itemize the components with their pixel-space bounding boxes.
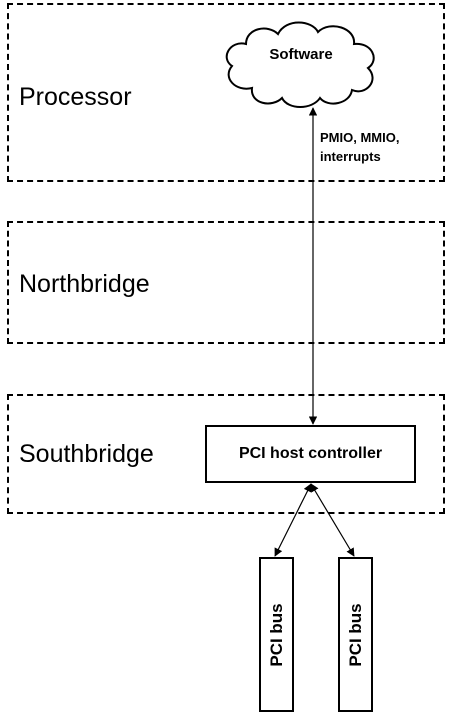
pci-host-controller: PCI host controller <box>205 425 416 483</box>
software-link-label: PMIO, MMIO, interrupts <box>320 128 399 166</box>
pci-bus-1-label: PCI bus <box>266 602 286 667</box>
software-link-line2: interrupts <box>320 149 381 164</box>
northbridge-label: Northbridge <box>19 270 150 298</box>
pci-bus-2-label: PCI bus <box>345 602 365 667</box>
pci-bus-2: PCI bus <box>338 557 373 712</box>
processor-region <box>7 3 445 182</box>
software-link-line1: PMIO, MMIO, <box>320 130 400 145</box>
southbridge-label: Southbridge <box>19 440 154 468</box>
southbridge-region <box>7 394 445 514</box>
pci-host-controller-label: PCI host controller <box>238 445 383 462</box>
pci-bus-1: PCI bus <box>259 557 294 712</box>
northbridge-region <box>7 221 445 344</box>
processor-label: Processor <box>19 83 132 111</box>
software-label: Software <box>269 46 333 63</box>
